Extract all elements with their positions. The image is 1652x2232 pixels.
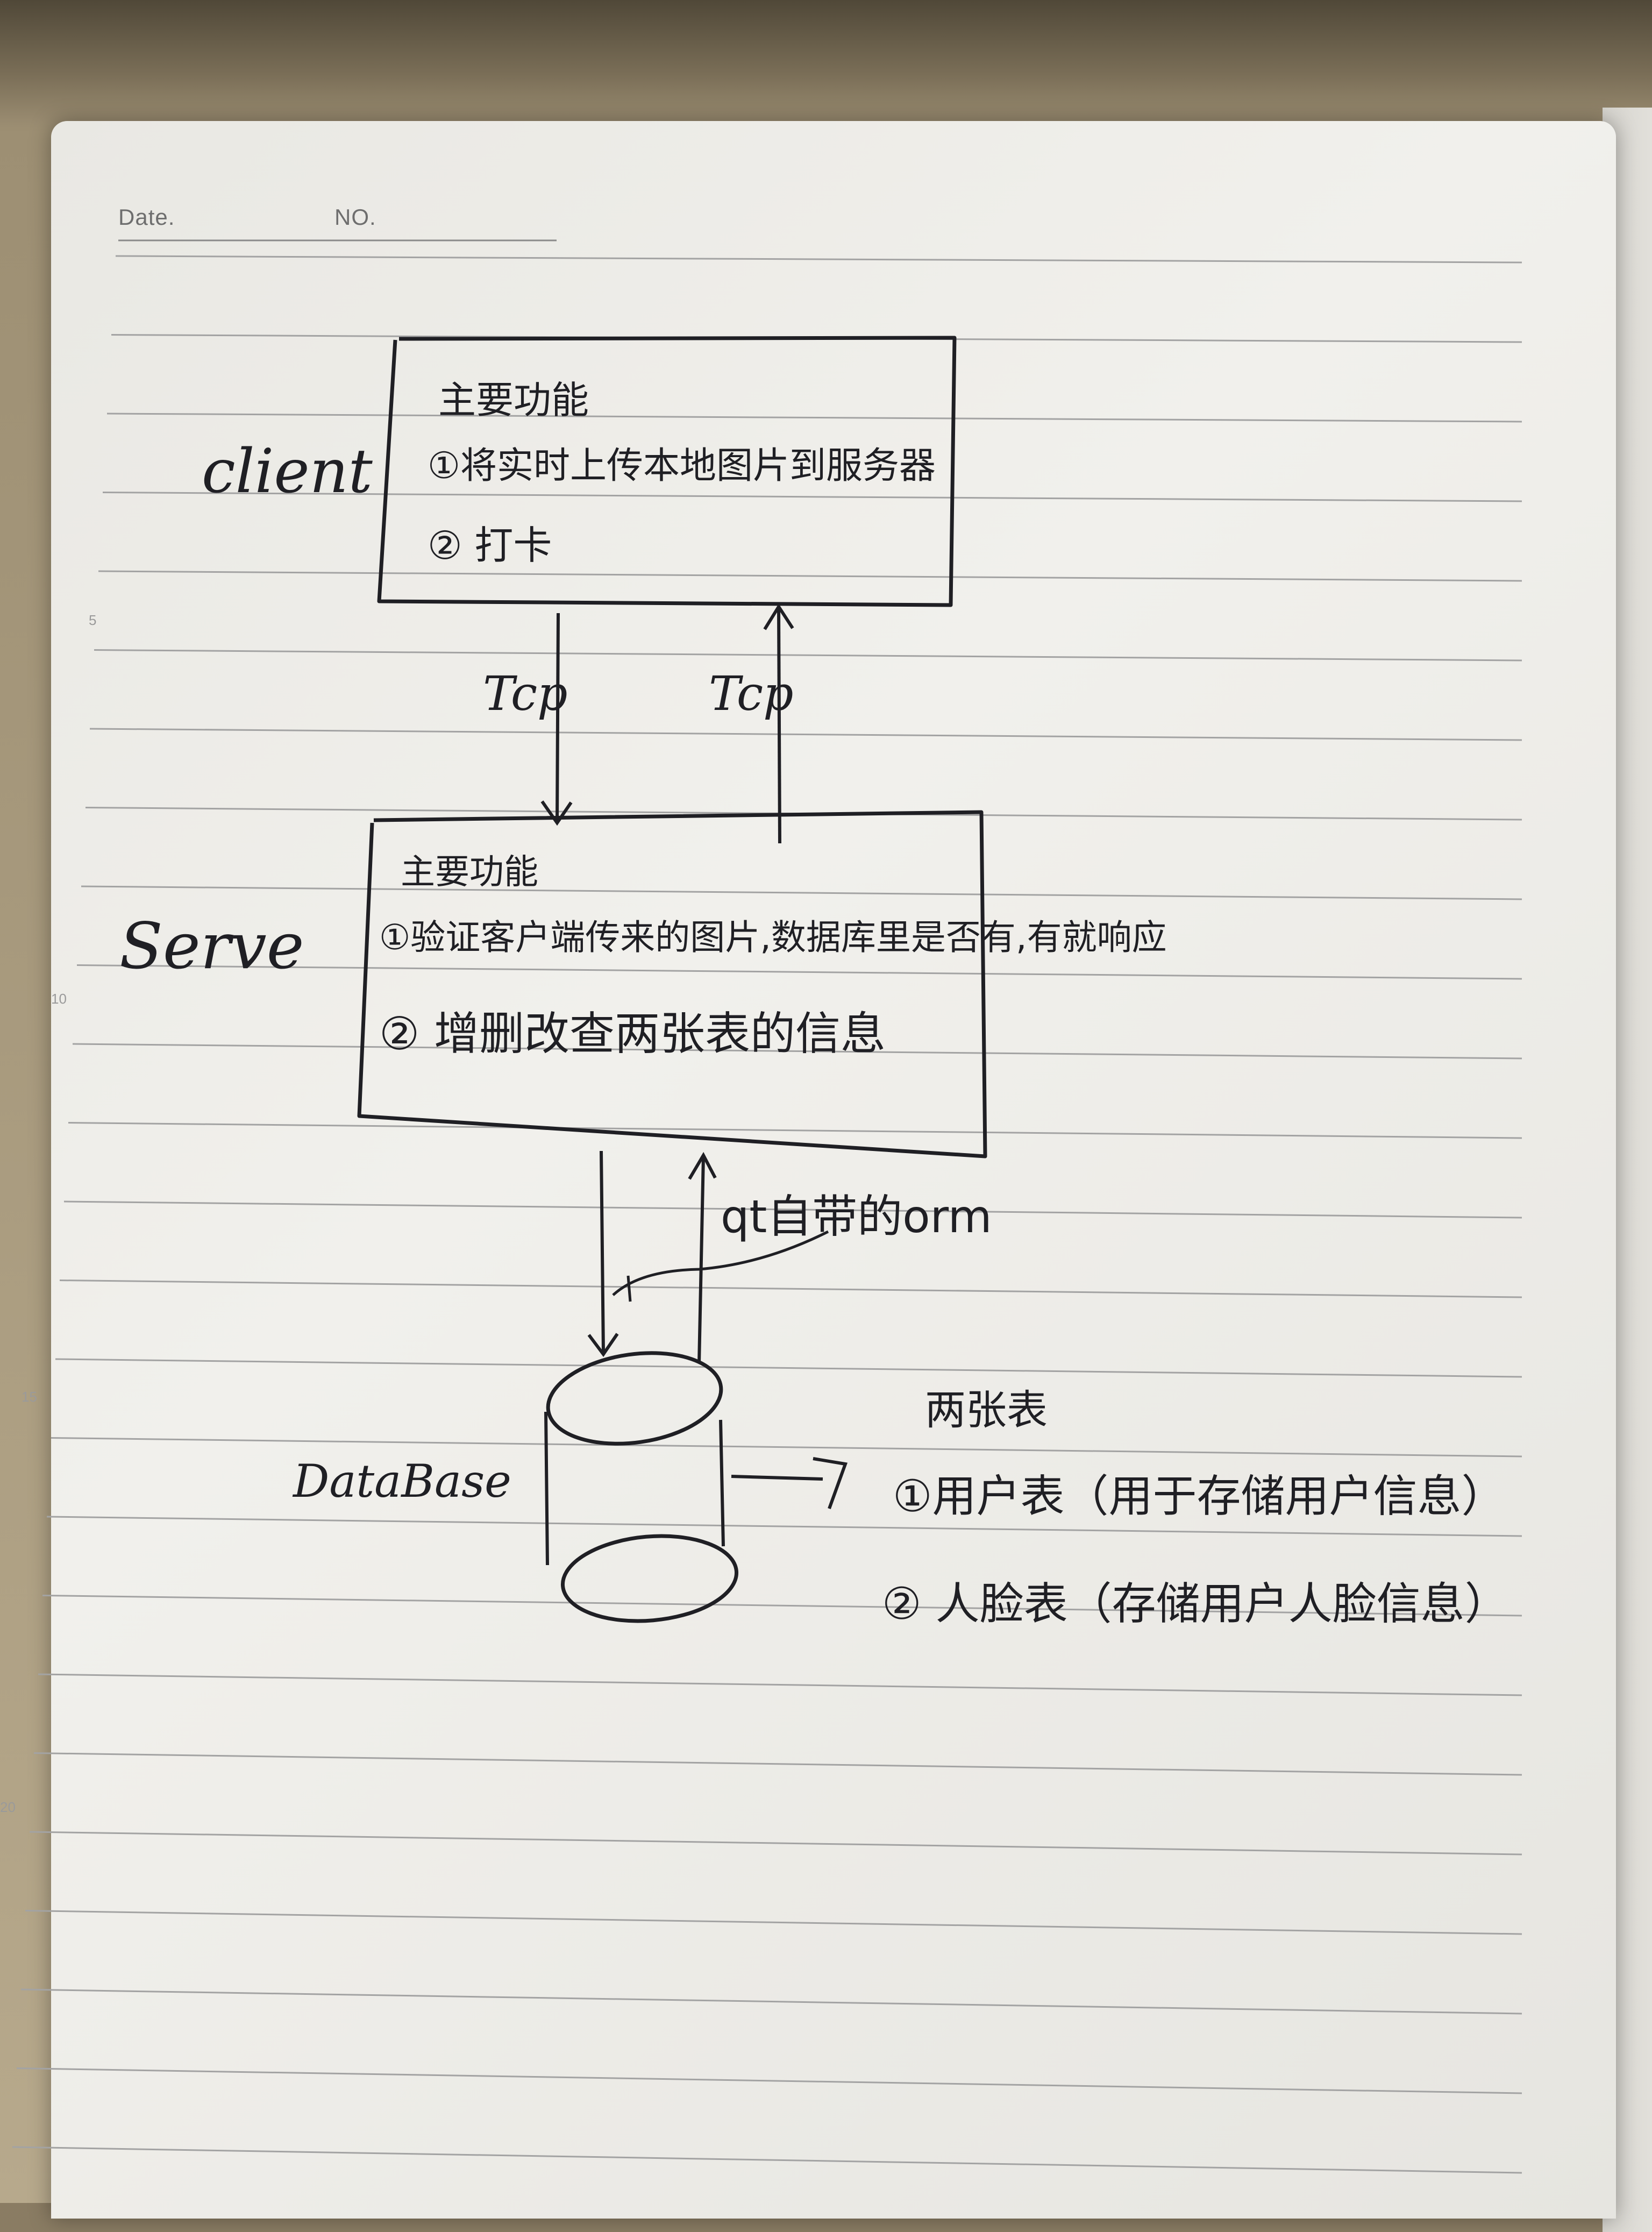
ruled-line (42, 1595, 1522, 1617)
ruled-line (115, 255, 1522, 264)
client-box (377, 336, 957, 607)
tcp-label-right: Tcp (709, 666, 794, 721)
line-number-5: 5 (89, 612, 97, 628)
ruled-line (98, 570, 1522, 582)
tcp-up-arrow-head (763, 603, 794, 630)
ruled-line (20, 1988, 1522, 2015)
table-item-2: ② 人脸表（存储用户人脸信息） (882, 1579, 1509, 1630)
server-box (357, 810, 987, 1158)
client-box-title: 主要功能 (438, 378, 589, 422)
line-number-20: 20 (0, 1799, 16, 1815)
ruled-line (51, 1437, 1522, 1458)
database-right-side (719, 1419, 725, 1547)
ruled-line (94, 649, 1522, 662)
tables-arrow-line (731, 1475, 823, 1481)
tcp-down-arrow-head (540, 800, 573, 826)
client-item-1: ①将实时上传本地图片到服务器 (428, 445, 936, 487)
ruled-line (81, 885, 1522, 900)
tcp-label-left: Tcp (483, 666, 568, 721)
ruled-line (29, 1831, 1522, 1856)
ruled-line (33, 1752, 1522, 1776)
server-box-title: 主要功能 (401, 852, 538, 892)
server-item-1: ①验证客户端传来的图片,数据库里是否有,有就响应 (379, 918, 1167, 958)
client-label: client (202, 437, 373, 507)
ruled-line (68, 1122, 1522, 1139)
ruled-line (55, 1358, 1522, 1378)
database-bottom-ellipse (560, 1534, 739, 1623)
notebook-page (51, 121, 1616, 2219)
ruled-line (106, 413, 1522, 423)
ruled-line (89, 728, 1522, 741)
client-item-2: ② 打卡 (428, 523, 552, 568)
orm-pointer-line (612, 1230, 829, 1296)
orm-pointer-tick (626, 1275, 632, 1302)
tables-arrow-head (813, 1457, 848, 1510)
orm-down-arrow-line (600, 1150, 605, 1353)
ruled-line (72, 1043, 1522, 1060)
ruled-line (25, 1910, 1522, 1935)
line-number-15: 15 (22, 1389, 37, 1405)
ruled-line (12, 2146, 1522, 2174)
ruled-lines (12, 255, 1522, 2174)
server-label: Serve (119, 909, 304, 983)
ruled-line (16, 2067, 1522, 2094)
orm-label: qt自带的orm (721, 1190, 992, 1243)
orm-down-arrow-head (587, 1333, 619, 1357)
database-left-side (544, 1411, 549, 1566)
date-label: Date. (118, 204, 175, 230)
no-label: NO. (334, 204, 376, 230)
ruled-line (46, 1516, 1522, 1537)
orm-up-arrow-line (697, 1156, 705, 1364)
line-number-10: 10 (51, 991, 67, 1007)
desk-edge (0, 0, 1652, 124)
ruled-line (63, 1200, 1522, 1219)
ruled-line (76, 964, 1522, 980)
ruled-line (38, 1673, 1522, 1696)
ruled-line (102, 492, 1522, 502)
database-top-ellipse (546, 1351, 723, 1446)
database-label: DataBase (293, 1455, 511, 1508)
tcp-down-arrow-line (556, 613, 560, 822)
table-item-1: ①用户表（用于存储用户信息） (893, 1471, 1506, 1522)
ruled-line (59, 1280, 1522, 1298)
orm-up-arrow-head (688, 1151, 717, 1180)
tcp-up-arrow-line (777, 607, 781, 844)
tables-title: 两张表 (925, 1386, 1048, 1434)
server-item-2: ② 增删改查两张表的信息 (379, 1007, 886, 1060)
